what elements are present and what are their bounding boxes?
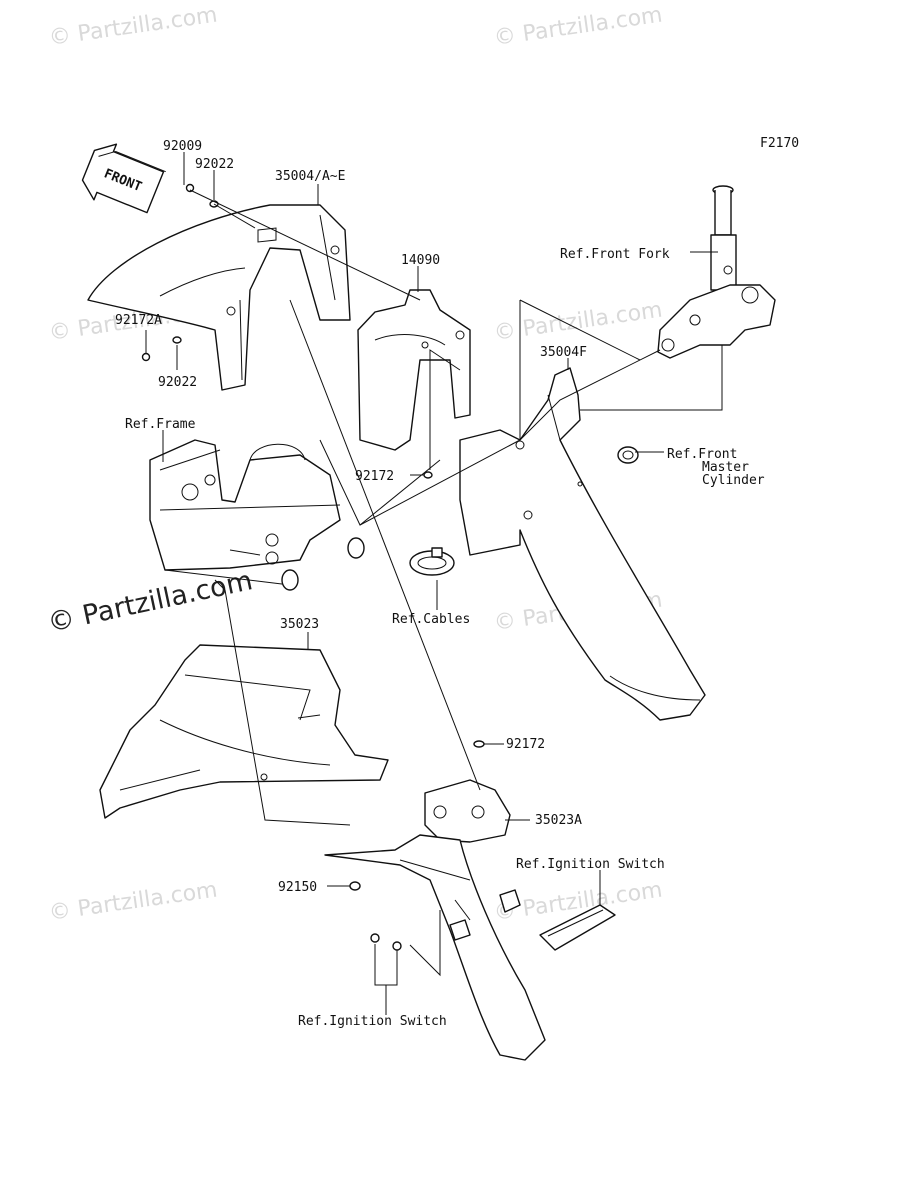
frame	[149, 439, 365, 591]
label-92172-low: 92172	[506, 737, 545, 752]
label-35004f: 35004F	[540, 345, 587, 360]
label-ref-front-master-2: Master	[702, 460, 749, 475]
label-ref-cables: Ref.Cables	[392, 612, 470, 627]
label-92172a: 92172A	[115, 313, 162, 328]
part-labels: 92009 92022 35004/A~E 14090 Ref.Front Fo…	[115, 139, 765, 1029]
label-14090: 14090	[401, 253, 440, 268]
label-92022-bottom: 92022	[158, 375, 197, 390]
label-ref-ignition-bottom: Ref.Ignition Switch	[298, 1014, 447, 1029]
label-ref-ignition-right: Ref.Ignition Switch	[516, 857, 665, 872]
cable-clamp	[409, 547, 455, 576]
reflector	[539, 904, 616, 951]
part-35023a-bracket	[324, 779, 546, 1061]
part-35023-inner-fender	[99, 644, 389, 819]
screw-icon	[473, 740, 485, 748]
label-ref-front-master-1: Ref.Front	[667, 447, 737, 462]
label-92172-mid: 92172	[355, 469, 394, 484]
master-cylinder-clamp	[617, 446, 639, 464]
label-92009: 92009	[163, 139, 202, 154]
label-92022-top: 92022	[195, 157, 234, 172]
fasteners	[141, 183, 485, 951]
label-ref-front-master-3: Cylinder	[702, 473, 765, 488]
label-35023a: 35023A	[535, 813, 582, 828]
leader-lines	[145, 152, 723, 1015]
front-arrow-icon: FRONT	[81, 143, 166, 214]
label-ref-frame: Ref.Frame	[125, 417, 196, 432]
watermark: © Partzilla.com	[492, 3, 664, 51]
steering-stem	[657, 185, 776, 359]
bolt-icon	[185, 183, 195, 193]
nut-icon	[349, 881, 361, 891]
front-fender	[87, 204, 351, 391]
label-35004-ae: 35004/A~E	[275, 169, 345, 184]
watermark-large: © Partzilla.com	[45, 565, 255, 639]
label-92150: 92150	[278, 880, 317, 895]
label-35023: 35023	[280, 617, 319, 632]
part-35004f-fender	[459, 367, 706, 721]
label-ref-front-fork: Ref.Front Fork	[560, 247, 670, 262]
watermark: © Partzilla.com	[47, 3, 219, 51]
washer-icon	[392, 941, 402, 951]
screw-icon	[423, 471, 433, 479]
washer-icon	[172, 336, 182, 344]
part-14090-cover	[357, 289, 471, 451]
bolt-icon	[141, 352, 151, 362]
watermark: © Partzilla.com	[492, 298, 664, 346]
nut-icon	[370, 933, 380, 943]
watermark: © Partzilla.com	[47, 878, 219, 926]
figure-code: F2170	[760, 136, 799, 151]
